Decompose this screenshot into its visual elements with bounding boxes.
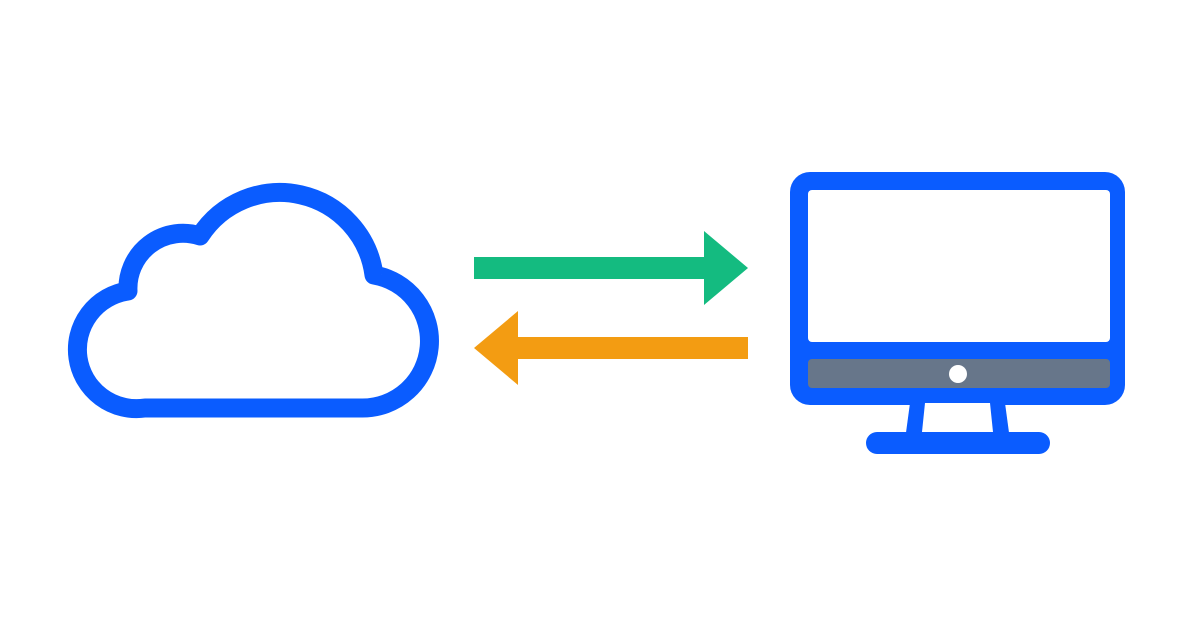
cloud-icon [67, 183, 439, 419]
arrow-right-shaft [474, 257, 710, 279]
arrow-right-icon [474, 231, 748, 305]
monitor-screen [808, 190, 1110, 342]
monitor-neck-inner [922, 403, 993, 432]
monitor-power-dot [949, 365, 967, 383]
arrow-left-head [474, 311, 518, 385]
desktop-monitor-icon [790, 172, 1125, 454]
arrow-left-shaft [512, 337, 748, 359]
arrow-right-head [704, 231, 748, 305]
monitor-base [866, 432, 1050, 454]
cloud-outline [67, 183, 439, 419]
arrow-left-icon [474, 311, 748, 385]
